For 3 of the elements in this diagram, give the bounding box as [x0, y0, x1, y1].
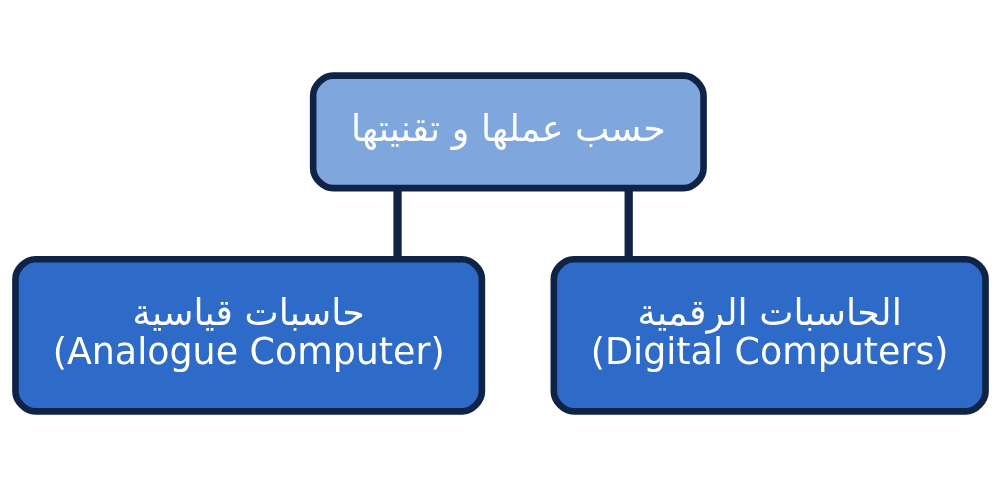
- connector: [624, 188, 633, 259]
- node-box: حسب عملها و تقنيتها: [309, 71, 707, 191]
- connector: [393, 188, 402, 259]
